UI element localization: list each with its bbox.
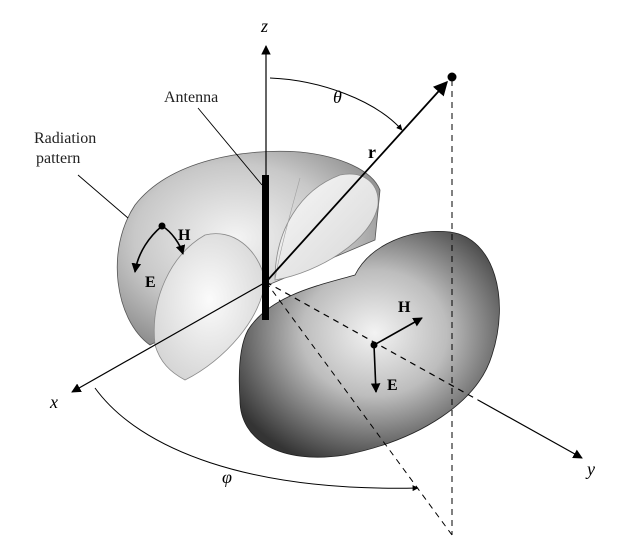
theta-arc	[269, 77, 403, 131]
right-e-label: E	[387, 377, 398, 394]
right-e-vector	[370, 344, 381, 393]
left-e-label: E	[145, 274, 156, 291]
x-axis-label: x	[49, 392, 58, 412]
phi-arc	[94, 387, 419, 492]
theta-label: θ	[333, 87, 342, 107]
y-axis	[477, 399, 583, 459]
right-lobe	[238, 231, 500, 458]
radiation-label-line1: Radiation	[34, 130, 96, 147]
radiation-label-line2: pattern	[36, 150, 80, 167]
field-point	[447, 72, 457, 82]
r-vector	[265, 80, 448, 283]
y-axis-label: y	[585, 459, 595, 479]
radiation-leader	[77, 174, 129, 219]
left-h-vector	[161, 225, 186, 255]
z-axis-label: z	[260, 16, 268, 36]
phi-label: φ	[222, 467, 232, 487]
right-h-vector	[373, 317, 423, 346]
projection-base-line	[265, 281, 453, 536]
r-label: r	[368, 142, 376, 162]
antenna-element	[262, 175, 269, 320]
left-e-vector	[131, 225, 163, 273]
left-h-label: H	[178, 227, 191, 244]
left-lobe-back-face	[274, 173, 379, 281]
x-axis	[71, 281, 267, 393]
y-axis-dashed	[265, 281, 479, 401]
antenna-label: Antenna	[164, 89, 218, 106]
antenna-leader	[197, 107, 263, 186]
right-h-label: H	[398, 299, 411, 316]
